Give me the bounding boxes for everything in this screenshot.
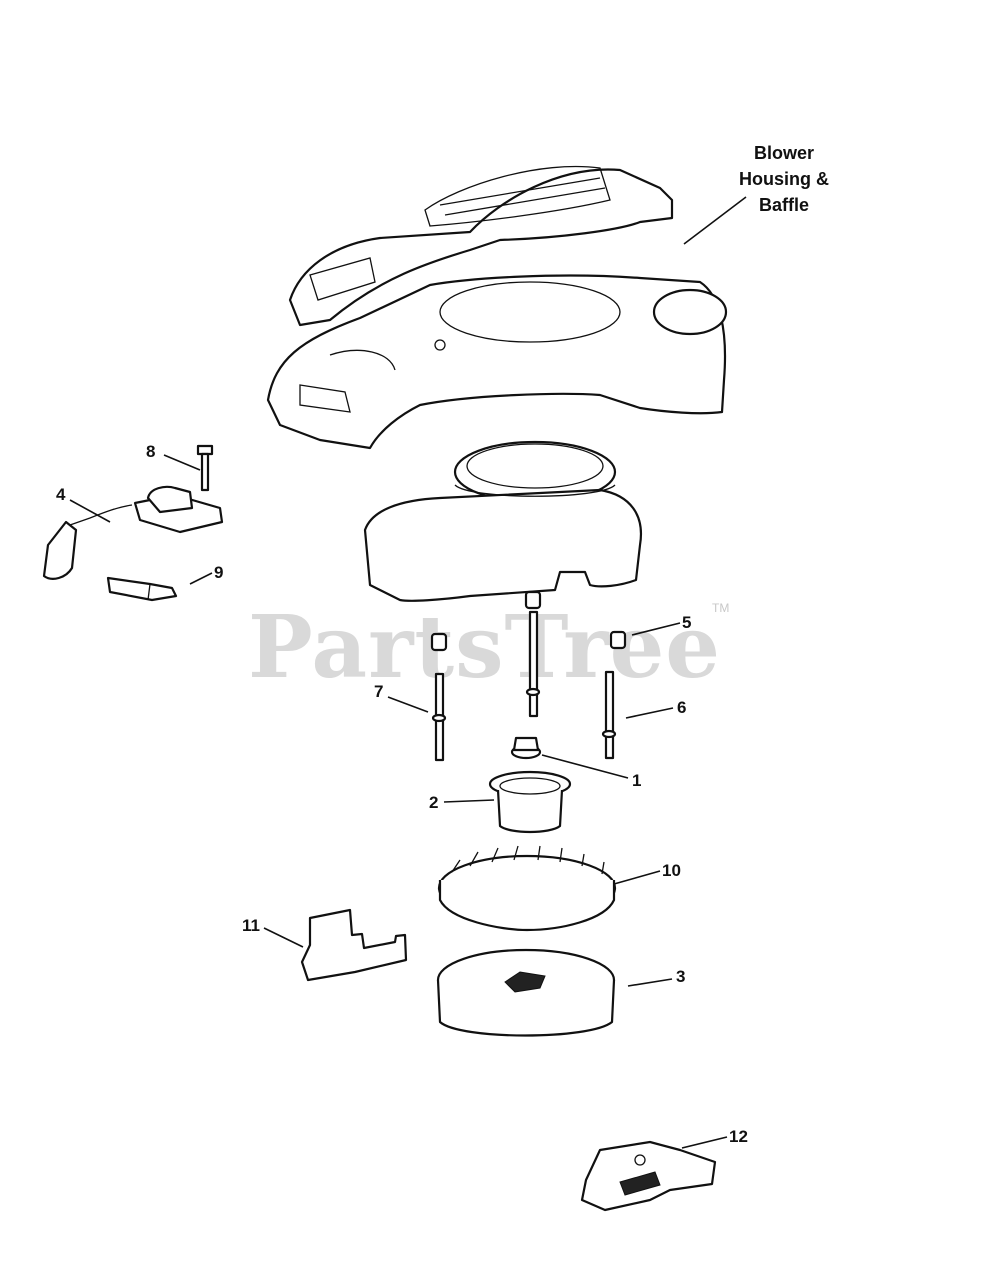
callout-6: 6 [677, 698, 686, 717]
shield [300, 908, 408, 982]
callout-11: 11 [242, 916, 260, 935]
starter-cup [488, 770, 572, 834]
watermark-tm: TM [712, 601, 729, 615]
callout-5: 5 [682, 613, 691, 632]
flange-nut [510, 736, 542, 760]
leader-lines [69, 196, 747, 1149]
callout-9: 9 [214, 563, 223, 582]
flywheel [437, 845, 617, 932]
brake-assembly [580, 1140, 717, 1212]
title-line-2: Housing & [739, 169, 829, 189]
title-line-3: Baffle [759, 195, 809, 215]
callout-3: 3 [676, 967, 685, 986]
rotor [436, 948, 616, 1037]
recoil-starter [363, 440, 643, 602]
blower-housing-label: Blower Housing & Baffle [739, 143, 829, 215]
callout-1: 1 [632, 771, 641, 790]
callout-12: 12 [729, 1127, 748, 1146]
callouts: 1 2 3 4 5 6 7 8 9 10 11 12 [56, 442, 748, 1146]
callout-4: 4 [56, 485, 66, 504]
callout-7: 7 [374, 682, 383, 701]
spark-plug [106, 576, 178, 602]
title-line-1: Blower [754, 143, 814, 163]
watermark: PartsTree TM [248, 597, 729, 698]
studs [431, 610, 617, 762]
callout-2: 2 [429, 793, 438, 812]
ignition-coil [42, 485, 224, 580]
spacers [430, 590, 627, 652]
baffle [266, 274, 728, 450]
bolt-8 [196, 444, 214, 492]
watermark-text: PartsTree [248, 597, 721, 698]
blower-housing-cover [288, 165, 674, 327]
callout-10: 10 [662, 861, 681, 880]
callout-8: 8 [146, 442, 155, 461]
